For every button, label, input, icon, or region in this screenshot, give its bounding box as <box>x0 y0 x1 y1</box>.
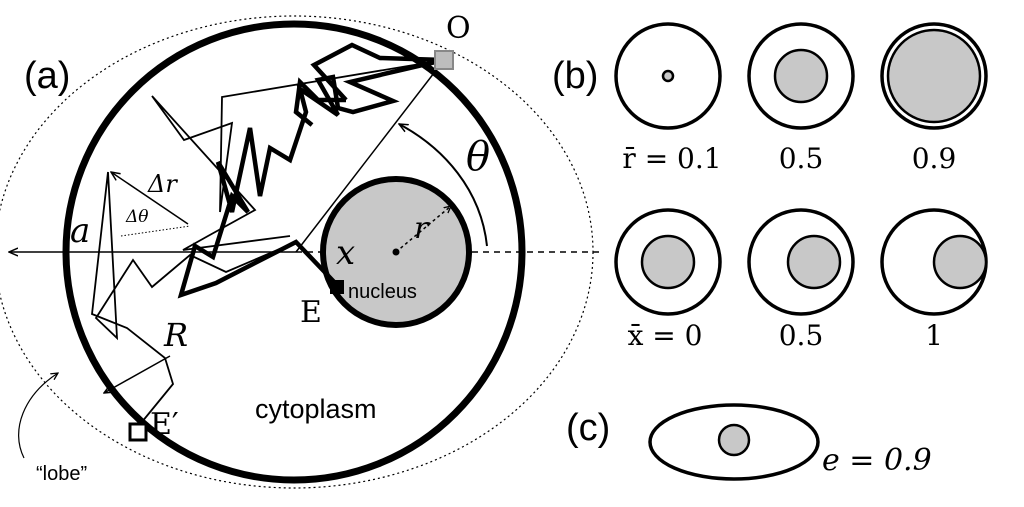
panel-a-label: (a) <box>24 55 70 97</box>
label-delta-r: Δr <box>147 170 178 198</box>
path-thin-1 <box>151 59 445 251</box>
b-row2-cell-1 <box>614 208 722 316</box>
b-row1-cell-2 <box>747 22 855 130</box>
b-row2-nucleus-3 <box>932 234 988 290</box>
label-theta: θ <box>466 134 490 180</box>
marker-E-prime <box>128 422 148 442</box>
b-row2-label-2: 0.5 <box>779 319 824 352</box>
path-thick-2 <box>310 42 445 102</box>
label-nucleus: nucleus <box>348 281 417 303</box>
theta-arc <box>399 123 488 247</box>
line-to-O <box>295 59 445 253</box>
b-row2-nucleus-2 <box>786 234 842 290</box>
label-x: x <box>336 233 355 273</box>
delta-r-arrow <box>111 172 189 225</box>
c-nucleus <box>717 423 751 457</box>
label-O: O <box>446 11 471 46</box>
b-row2-nucleus-1 <box>640 234 696 290</box>
b-row2-cell-3 <box>880 208 988 316</box>
panel-b: (b) r̄ = 0.1 0.5 0.9 x̄ = 0 <box>552 22 988 352</box>
label-E-prime: E′ <box>150 407 179 442</box>
b-row1-nucleus-1 <box>661 69 675 83</box>
b-row2-cell-2 <box>747 208 855 316</box>
label-E: E <box>300 295 322 330</box>
b-row2-label-3: 1 <box>925 319 943 352</box>
label-a: a <box>70 211 90 251</box>
path-thin-2 <box>91 171 297 429</box>
label-cytoplasm: cytoplasm <box>255 394 377 424</box>
label-lobe: “lobe” <box>36 463 87 485</box>
label-R: R <box>163 316 188 354</box>
b-row1-cell-3 <box>880 22 988 130</box>
panel-a: (a) O θ Δr Δθ a x r E nucleus R E′ cytop… <box>0 11 600 489</box>
b-row1-label-3: 0.9 <box>912 142 957 175</box>
panel-b-label: (b) <box>552 55 598 97</box>
path-thick-1 <box>177 57 445 299</box>
lobe-pointer <box>18 373 58 459</box>
b-row2-label-1: x̄ = 0 <box>628 319 703 352</box>
b-row1-label-1: r̄ = 0.1 <box>622 142 721 175</box>
panel-c-label: (c) <box>566 407 610 449</box>
marker-E <box>330 280 344 294</box>
delta-theta-guide <box>120 225 191 237</box>
marker-O <box>434 50 454 70</box>
b-row1-cell-1 <box>614 22 722 130</box>
label-r: r <box>414 211 430 246</box>
b-row1-nucleus-2 <box>773 48 829 104</box>
path-thick-3 <box>293 77 346 127</box>
b-row1-nucleus-3 <box>886 28 982 124</box>
b-row1-label-2: 0.5 <box>779 142 824 175</box>
panel-c: (c) e = 0.9 <box>566 403 932 481</box>
R-arrow <box>104 355 171 393</box>
label-delta-theta: Δθ <box>125 207 149 227</box>
c-eccentricity-label: e = 0.9 <box>822 443 932 478</box>
